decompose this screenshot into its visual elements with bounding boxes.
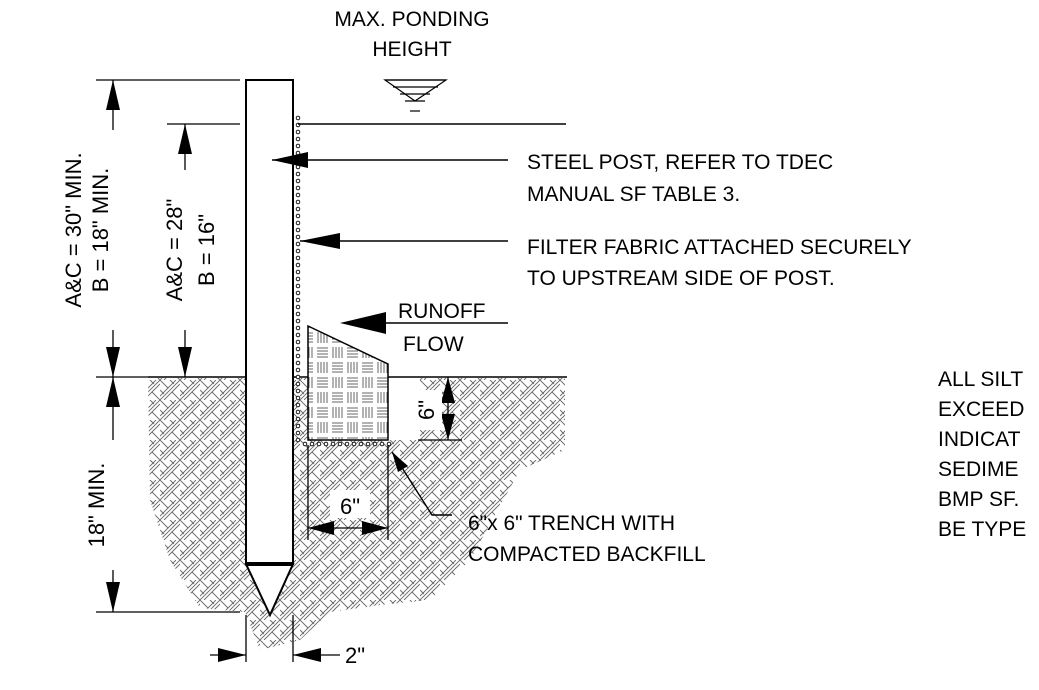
steel-post-label-1: STEEL POST, REFER TO TDEC	[527, 151, 833, 174]
note-line-4: SEDIME	[938, 458, 1019, 481]
outer-dim-label-1: A&C = 30" MIN.	[61, 152, 86, 307]
ponding-label-1: MAX. PONDING	[334, 8, 489, 31]
note-line-5: BMP SF.	[938, 488, 1019, 511]
fabric-label-2: TO UPSTREAM SIDE OF POST.	[527, 267, 835, 290]
steel-post-label-2: MANUAL SF TABLE 3.	[527, 183, 740, 206]
runoff-label-2: FLOW	[403, 333, 464, 356]
filter-fabric	[295, 115, 392, 447]
steel-post	[245, 79, 294, 565]
trench-depth-label: 6"	[414, 400, 439, 420]
post-width-label: 2"	[345, 643, 365, 668]
runoff-arrow	[340, 312, 386, 334]
trench-backfill	[307, 324, 389, 441]
inner-dim-label-1: A&C = 28"	[162, 199, 187, 302]
inner-dim-label-2: B = 16"	[194, 214, 219, 286]
note-line-1: ALL SILT	[938, 368, 1023, 391]
steel-post-leader-arrow	[272, 152, 308, 168]
note-line-2: EXCEED	[938, 398, 1024, 421]
note-line-3: INDICAT	[938, 428, 1021, 451]
trench-label-1: 6"x 6" TRENCH WITH	[468, 512, 675, 535]
runoff-label-1: RUNOFF	[398, 300, 486, 323]
trench-width-label: 6"	[340, 494, 360, 519]
water-level-icon	[383, 79, 448, 112]
embed-dim-label: 18" MIN.	[84, 463, 109, 548]
note-line-6: BE TYPE	[938, 518, 1026, 541]
fabric-label-1: FILTER FABRIC ATTACHED SECURELY	[527, 236, 912, 259]
outer-dim-label-2: B = 18" MIN.	[88, 168, 113, 293]
general-note: ALL SILT EXCEED INDICAT SEDIME BMP SF. B…	[938, 368, 1026, 541]
trench-leader-arrow	[392, 452, 408, 472]
ponding-label-2: HEIGHT	[372, 38, 452, 61]
fabric-leader-arrow	[300, 233, 340, 249]
trench-label-2: COMPACTED BACKFILL	[468, 543, 706, 566]
